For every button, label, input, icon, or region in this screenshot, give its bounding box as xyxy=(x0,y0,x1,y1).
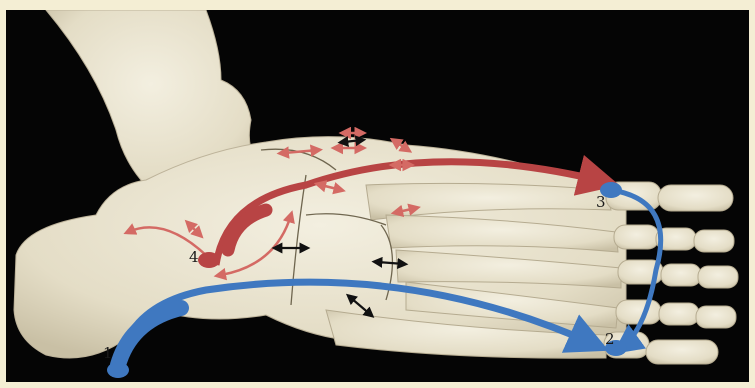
point-1-marker xyxy=(107,362,129,378)
foot-skeleton-photo: 1 2 3 4 xyxy=(6,10,749,382)
point-4-label: 4 xyxy=(189,250,199,265)
toe-bones xyxy=(604,182,738,364)
point-3-label: 3 xyxy=(596,195,606,210)
foot-illustration xyxy=(6,10,749,382)
point-4-marker xyxy=(198,252,220,268)
point-1-label: 1 xyxy=(103,346,113,361)
point-2-label: 2 xyxy=(605,332,615,347)
